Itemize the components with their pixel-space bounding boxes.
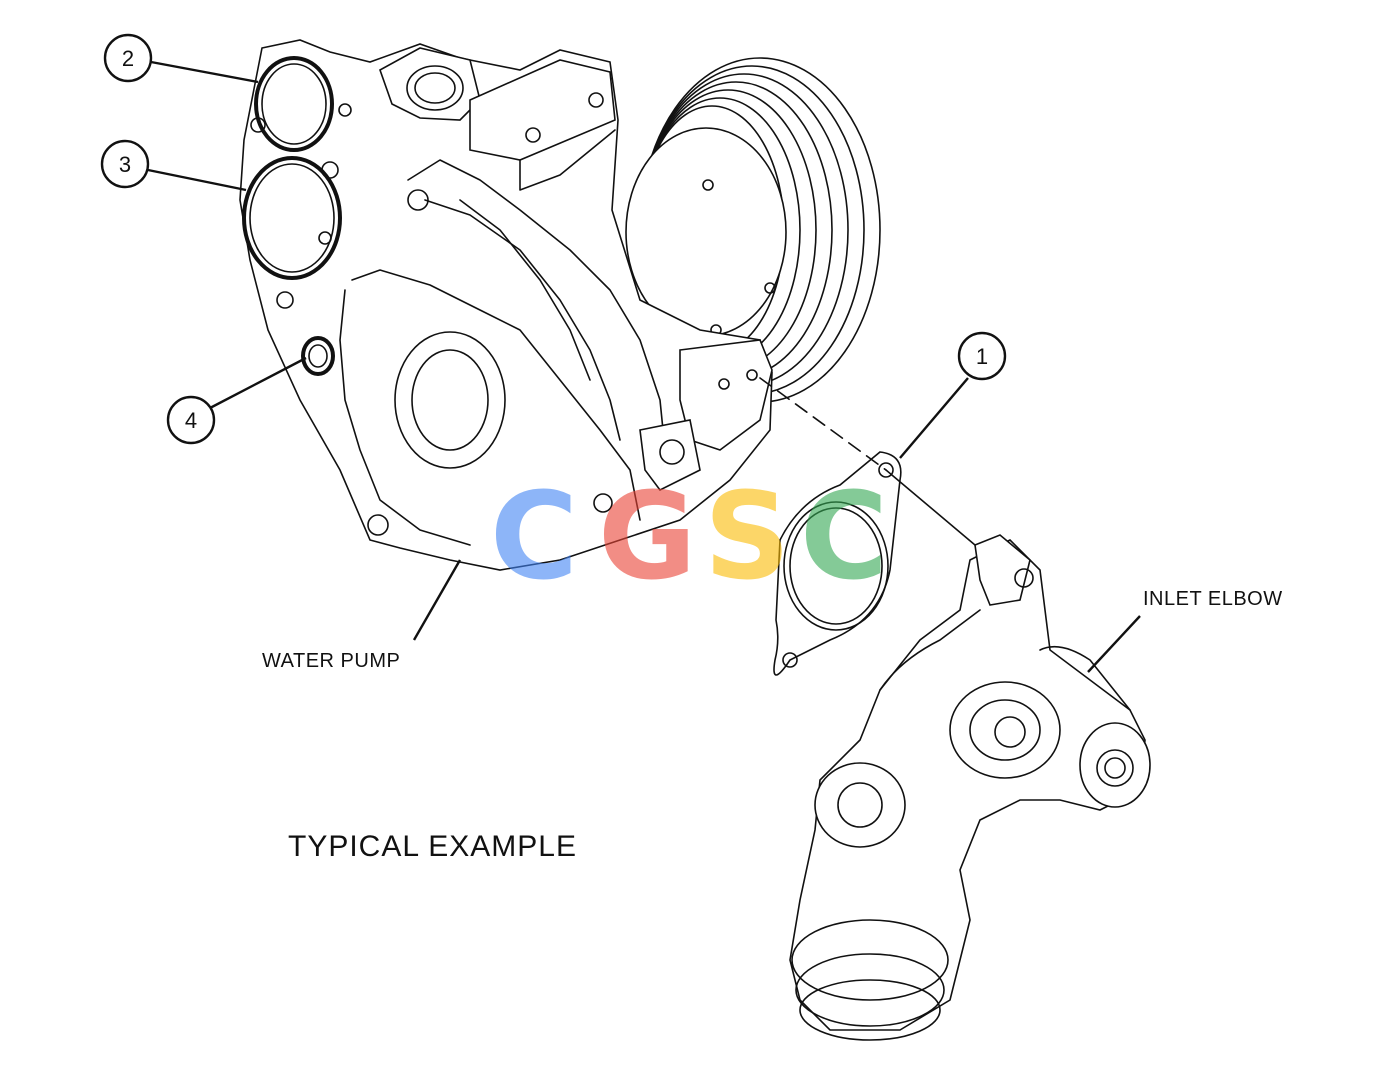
leader-line-water-pump <box>412 559 462 641</box>
leader-line-inlet-elbow <box>1087 615 1141 673</box>
o-ring-2 <box>254 56 334 152</box>
callout-4: 4 <box>166 395 216 445</box>
watermark-logo: C G S C <box>490 468 888 607</box>
watermark-letter-c1: C <box>490 468 578 607</box>
callout-1-label: 1 <box>976 344 988 369</box>
watermark-letter-g: G <box>598 468 697 607</box>
water-pump-label: WATER PUMP <box>262 650 400 672</box>
callout-1: 1 <box>957 331 1007 381</box>
leader-line-1 <box>899 377 969 459</box>
callout-3-label: 3 <box>119 152 131 177</box>
leader-line-2 <box>150 60 259 84</box>
alignment-line <box>885 469 976 546</box>
diagram-caption: TYPICAL EXAMPLE <box>288 830 577 863</box>
callout-4-label: 4 <box>185 408 197 433</box>
leader-line-4 <box>209 356 307 410</box>
watermark-letter-s: S <box>704 468 790 607</box>
alignment-dashed-line <box>759 377 887 471</box>
callout-2-label: 2 <box>122 46 134 71</box>
o-ring-3 <box>242 156 342 280</box>
callout-2: 2 <box>103 33 153 83</box>
leader-line-3 <box>147 168 247 192</box>
o-ring-4 <box>301 336 335 376</box>
water-pump <box>239 39 773 571</box>
watermark-letter-c2: C <box>800 468 888 607</box>
gasket <box>773 451 902 676</box>
inlet-elbow <box>789 534 1151 1041</box>
callout-3: 3 <box>100 139 150 189</box>
inlet-elbow-label: INLET ELBOW <box>1143 588 1283 610</box>
pulley <box>625 57 881 403</box>
